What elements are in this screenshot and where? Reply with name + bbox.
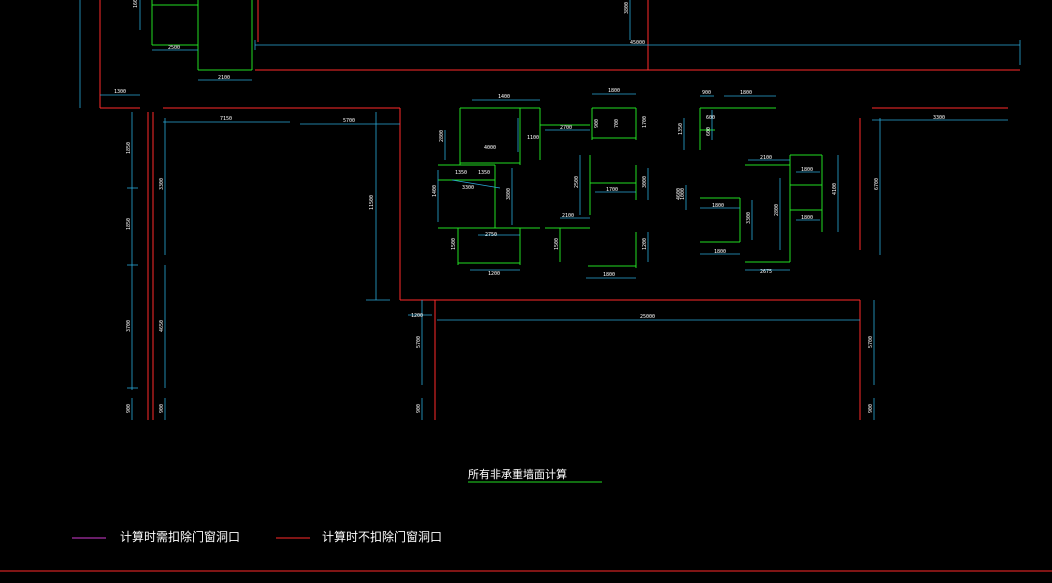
dim-room-b-3: 900 [594, 119, 600, 128]
dim-room-c-15: 4600 [676, 188, 682, 200]
dim-center-v: 11500 [369, 195, 375, 210]
room-group-c [699, 107, 823, 263]
dim-room-c-12: 1800 [801, 167, 813, 173]
drawing-title: 所有非承重墙面计算 [468, 467, 567, 481]
dim-room-c-4: 600 [706, 115, 715, 121]
dim-room-c-8: 1800 [714, 249, 726, 255]
dim-left-v7: 900 [159, 404, 165, 413]
dim-room-b-2: 2700 [560, 125, 572, 131]
dim-room-a-7: 1400 [432, 185, 438, 197]
dim-room-c-10: 3300 [746, 212, 752, 224]
dim-room-b-9: 2100 [562, 213, 574, 219]
dim-room-c-13: 1800 [801, 215, 813, 221]
dim-room-a-3: 1100 [527, 135, 539, 141]
dim-room-a-6: 3300 [462, 185, 474, 191]
dimension-labels: 1600 2500 2100 3800 45000 1300 7150 5700… [114, 0, 945, 413]
dim-room-b-4: 700 [614, 119, 620, 128]
legend: 计算时需扣除门窗洞口 计算时不扣除门窗洞口 [72, 529, 442, 544]
dim-room-c-2: 1800 [740, 90, 752, 96]
dim-room-a-4: 1350 [455, 170, 467, 176]
room-group-a [438, 107, 590, 265]
dim-room-a-11: 1200 [488, 271, 500, 277]
dim-room-a-2: 2800 [439, 130, 445, 142]
dim-room-c-11: 2800 [774, 204, 780, 216]
dim-room-a-8: 3800 [506, 188, 512, 200]
dim-room-c-16: 2675 [760, 269, 772, 275]
dim-room-b-1: 1800 [608, 88, 620, 94]
dim-bottom-long: 25000 [640, 314, 655, 320]
dim-room-b-5: 1700 [642, 116, 648, 128]
dim-room-b-8: 3000 [642, 176, 648, 188]
dim-room-a-top: 1400 [498, 94, 510, 100]
dim-room-c-5: 600 [706, 127, 712, 136]
dim-top-left-1: 1600 [133, 0, 139, 8]
dim-bottom-v1: 5700 [416, 336, 422, 348]
dim-top-left-2: 2500 [168, 45, 180, 51]
dim-room-b-12: 1800 [603, 272, 615, 278]
dim-room-c-6: 1000 [680, 188, 686, 200]
dim-bottom-v3: 900 [416, 404, 422, 413]
legend-label-non-deduct: 计算时不扣除门窗洞口 [322, 529, 442, 544]
dim-room-b-7: 1700 [606, 187, 618, 193]
dim-room-a-1: 4000 [484, 145, 496, 151]
dim-top-left-3: 2100 [218, 75, 230, 81]
dim-right-top: 3300 [933, 115, 945, 121]
dim-left-v6: 900 [126, 404, 132, 413]
legend-label-deduct: 计算时需扣除门窗洞口 [120, 529, 240, 544]
dim-bottom-v2: 5700 [868, 336, 874, 348]
dim-room-b-6: 2500 [574, 176, 580, 188]
wall-fragment-top-left [151, 0, 253, 71]
dim-bottom-v4: 900 [868, 404, 874, 413]
dim-room-a-5: 1350 [478, 170, 490, 176]
dim-left-v3: 3700 [126, 320, 132, 332]
dim-left-small: 1300 [114, 89, 126, 95]
dim-right-v: 6700 [874, 178, 880, 190]
dim-left-v5: 4650 [159, 320, 165, 332]
dim-room-c-14: 4100 [832, 183, 838, 195]
room-group-b [545, 107, 637, 268]
dim-left-v2: 1850 [126, 218, 132, 230]
dim-left-a: 7150 [220, 116, 232, 122]
dim-room-a-9: 2750 [485, 232, 497, 238]
dim-room-b-11: 1200 [642, 238, 648, 250]
dim-room-c-3: 1350 [678, 123, 684, 135]
dim-left-b: 5700 [343, 118, 355, 124]
dim-room-c-9: 2100 [760, 155, 772, 161]
dim-left-v1: 1850 [126, 142, 132, 154]
dim-room-a-10: 1500 [451, 238, 457, 250]
dimension-lines [79, 0, 1021, 420]
dim-left-v4: 3300 [159, 178, 165, 190]
dim-top-center-v: 3800 [624, 2, 630, 14]
dim-room-c-1: 900 [702, 90, 711, 96]
dim-room-b-10: 1500 [554, 238, 560, 250]
dim-bottom-small: 1200 [411, 313, 423, 319]
dim-room-c-7: 1800 [712, 203, 724, 209]
dim-top-long: 45000 [630, 40, 645, 46]
